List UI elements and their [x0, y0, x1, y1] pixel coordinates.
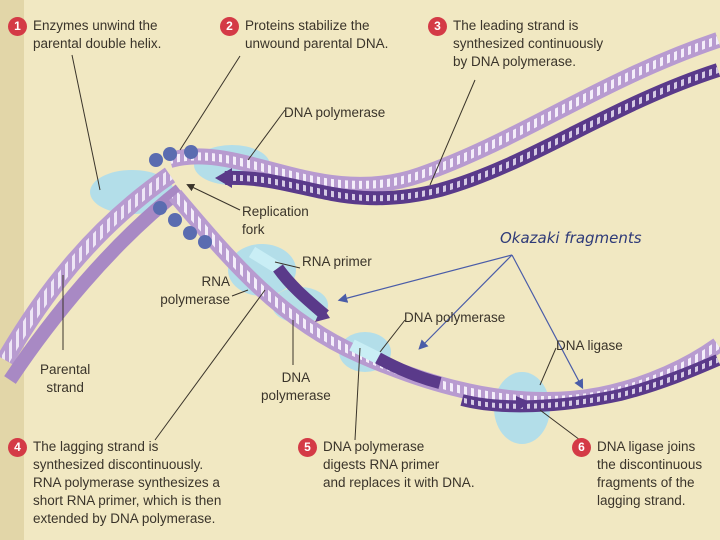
step-2-text: Proteins stabilize the unwound parental … [245, 18, 389, 51]
okazaki-fragment-3-head [516, 396, 530, 412]
label-dna-polymerase-mid: DNA polymerase [404, 310, 506, 325]
okazaki-fragments-overlay-label: Okazaki fragments [500, 229, 642, 247]
okazaki-fragment-1 [273, 264, 329, 320]
label-dna-polymerase-low: DNA polymerase [261, 370, 331, 403]
step-2-badge: 2 [220, 17, 239, 36]
leading-strand-rungs [224, 67, 719, 202]
parental-helix-rungs-a [0, 170, 173, 363]
okazaki-fragment-3-rungs [461, 357, 719, 409]
step-4-text: The lagging strand is synthesized discon… [33, 439, 222, 526]
step-5-badge: 5 [298, 438, 317, 457]
step-6-text: DNA ligase joins the discontinuous fragm… [597, 439, 703, 508]
label-rna-polymerase: RNA polymerase [160, 274, 230, 307]
rna-primer-segment [248, 246, 282, 274]
label-dna-ligase: DNA ligase [556, 338, 623, 353]
step-3-caption: 3 The leading strand is synthesized conti… [428, 17, 603, 71]
single-strand-binding-proteins [149, 145, 212, 249]
leading-strand-arrowhead [215, 168, 232, 188]
fork-pointer-arrow [186, 183, 241, 211]
step-5-text: DNA polymerase digests RNA primer and re… [323, 439, 475, 490]
step-1-caption: 1 Enzymes unwind the parental double heli… [8, 17, 161, 53]
label-replication-fork: Replication fork [242, 204, 309, 237]
step-2-caption: 2 Proteins stabilize the unwound parental… [220, 17, 388, 53]
step-1-text: Enzymes unwind the parental double helix… [33, 18, 162, 51]
label-dna-polymerase-top: DNA polymerase [284, 105, 386, 120]
okazaki-overlay-arrows [337, 254, 584, 390]
parental-helix-strand-a [0, 167, 176, 365]
label-rna-primer: RNA primer [302, 254, 372, 269]
label-parental-strand: Parental strand [40, 362, 91, 395]
step-6-badge: 6 [572, 438, 591, 457]
upper-parental-rungs [168, 36, 720, 189]
okazaki-fragment-2 [375, 352, 442, 389]
parental-helix-strand-b [4, 184, 185, 384]
step-4-caption: 4 The lagging strand is synthesized disco… [8, 438, 221, 528]
step-3-badge: 3 [428, 17, 447, 36]
step-1-badge: 1 [8, 17, 27, 36]
okazaki-fragment-1-head [315, 306, 330, 322]
step-leader-lines [62, 54, 581, 441]
step-4-badge: 4 [8, 438, 27, 457]
step-5-caption: 5 DNA polymerase digests RNA primer and r… [298, 438, 475, 492]
step-3-text: The leading strand is synthesized contin… [453, 18, 604, 69]
primer-segment-2 [349, 339, 381, 364]
step-6-caption: 6 DNA ligase joins the discontinuous frag… [572, 438, 702, 510]
